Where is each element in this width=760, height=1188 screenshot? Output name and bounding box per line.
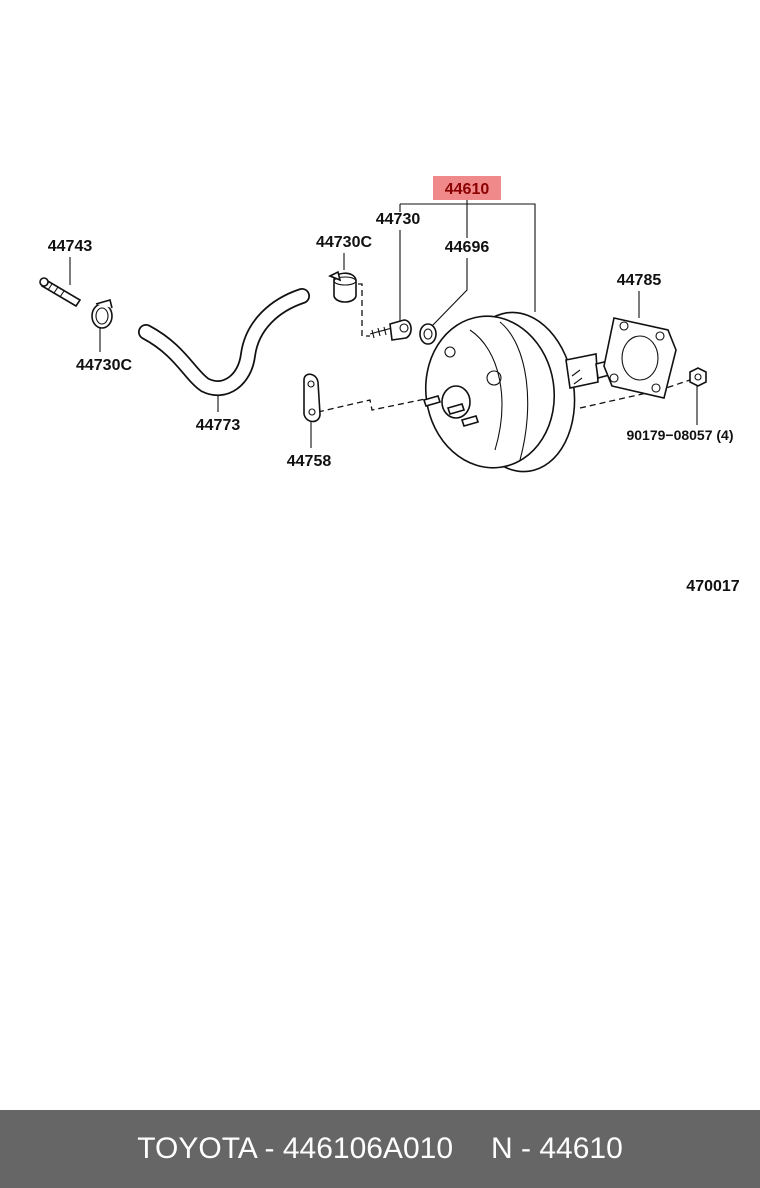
label-clamp-upper[interactable]: 44730C <box>316 234 372 251</box>
parts-diagram: 44610 44730 44696 44730C 44743 44730C 44… <box>39 176 740 595</box>
label-vacuum-hose[interactable]: 44773 <box>196 417 241 434</box>
brake-booster-drawing <box>422 311 614 473</box>
footer-alt-number: N - 44610 <box>491 1132 623 1165</box>
clamp-lower-drawing <box>91 299 113 329</box>
footer-brand-part-number: TOYOTA - 446106A010 <box>137 1132 453 1165</box>
footer-bar: TOYOTA - 446106A010 N - 44610 <box>0 1110 760 1188</box>
main-part-leader <box>399 200 536 312</box>
label-vacuum-check-valve[interactable]: 44730 <box>376 211 421 228</box>
label-main-part[interactable]: 44610 <box>445 181 490 198</box>
gasket-plate-drawing <box>603 317 677 399</box>
label-union[interactable]: 44743 <box>48 238 93 255</box>
label-nut[interactable]: 90179−08057 (4) <box>626 427 733 443</box>
main-part-highlight <box>433 176 501 200</box>
union-bolt-drawing <box>39 277 82 308</box>
label-grommet[interactable]: 44696 <box>445 239 490 256</box>
alignment-dash-bracket <box>317 397 431 413</box>
leader-grommet <box>431 258 468 327</box>
illustration-code: 470017 <box>686 578 739 595</box>
label-gasket-plate[interactable]: 44785 <box>617 272 662 289</box>
alignment-dash-clamp <box>358 283 370 337</box>
grommet-drawing <box>419 323 437 345</box>
clamp-upper-drawing <box>328 270 357 303</box>
check-valve-drawing <box>369 319 412 341</box>
nut-drawing <box>689 367 707 387</box>
bracket-drawing <box>303 373 321 423</box>
label-bracket[interactable]: 44758 <box>287 453 332 470</box>
vacuum-hose-drawing <box>138 288 310 397</box>
label-clamp-lower[interactable]: 44730C <box>76 357 132 374</box>
